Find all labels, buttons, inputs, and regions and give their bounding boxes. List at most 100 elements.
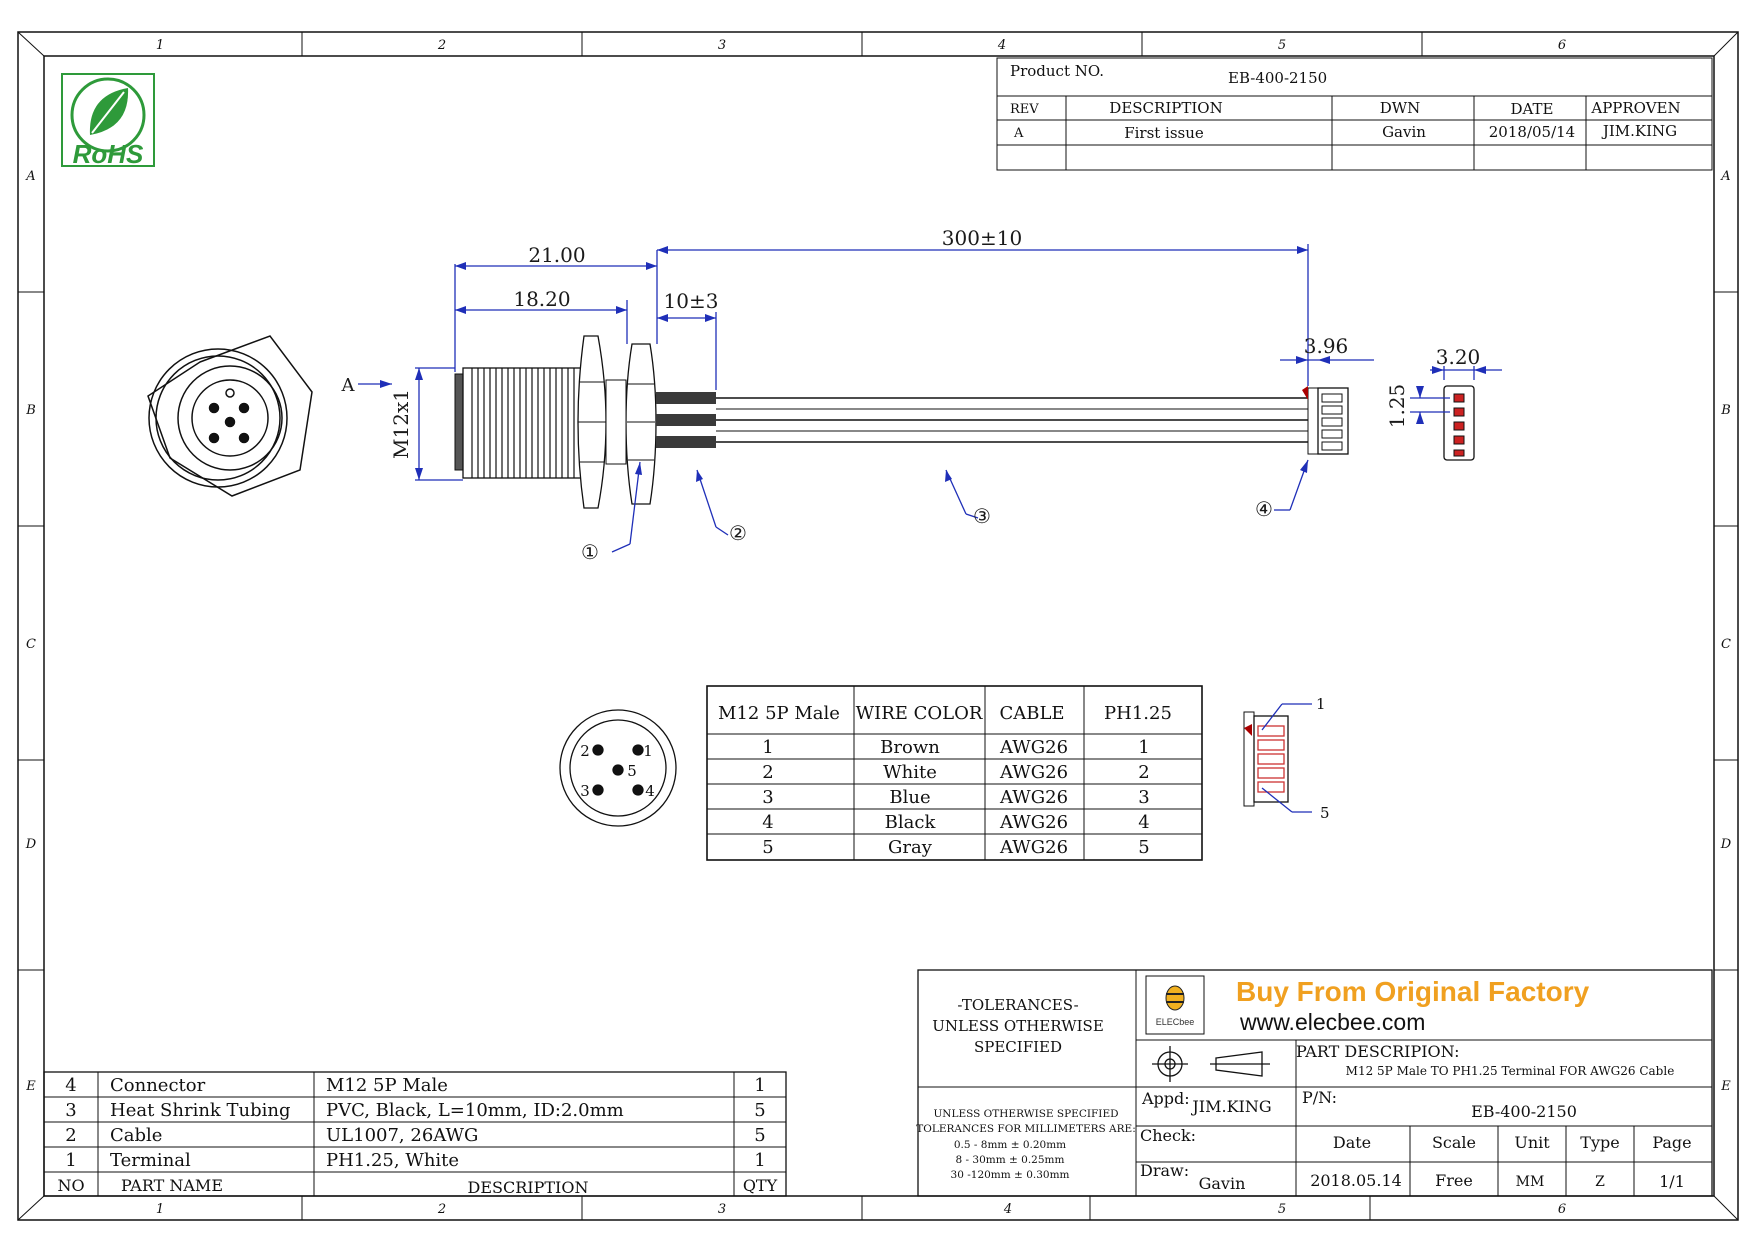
dim-18-2: 18.20 bbox=[513, 287, 570, 311]
bom-row-4-no: 1 bbox=[65, 1150, 76, 1171]
page-col-value: 1/1 bbox=[1659, 1172, 1685, 1191]
pin-row-2-ph: 2 bbox=[1138, 762, 1149, 783]
terminal-pin-1: 1 bbox=[1316, 695, 1326, 713]
zone-top-1: 1 bbox=[156, 38, 164, 53]
face-pin-2: 2 bbox=[580, 742, 590, 760]
part-desc-label: PART DESCRIPION: bbox=[1296, 1042, 1459, 1061]
bom-row-3-no: 2 bbox=[65, 1125, 76, 1146]
zone-top-5: 5 bbox=[1278, 38, 1286, 53]
zone-left-d: D bbox=[25, 837, 37, 852]
bom-grid bbox=[43, 1071, 787, 1197]
callout-2: ② bbox=[729, 521, 747, 545]
pin-row-1-color: Brown bbox=[880, 737, 940, 758]
pin-row-1-m12: 1 bbox=[762, 737, 773, 758]
elecbee-logo-text: ELECbee bbox=[1156, 1017, 1195, 1027]
bom-row-2-desc: PVC, Black, L=10mm, ID:2.0mm bbox=[326, 1100, 624, 1121]
elecbee-logo: ELECbee bbox=[1145, 975, 1205, 1035]
date-col-label: Date bbox=[1333, 1133, 1371, 1152]
terminal-pin-5: 5 bbox=[1320, 804, 1330, 822]
bom-row-3-name: Cable bbox=[110, 1125, 162, 1146]
face-pin-1: 1 bbox=[643, 742, 653, 760]
pin-row-3-m12: 3 bbox=[762, 787, 773, 808]
rohs-label: RoHS bbox=[73, 139, 144, 169]
zone-bottom-2: 2 bbox=[437, 1202, 446, 1217]
bom-row-4-qty: 1 bbox=[754, 1150, 765, 1171]
dim-3-96: 3.96 bbox=[1304, 334, 1349, 358]
zone-bottom-1: 1 bbox=[156, 1202, 164, 1217]
connector-side-view bbox=[454, 335, 1475, 509]
pin-row-3-cable: AWG26 bbox=[999, 787, 1068, 808]
face-pin-5: 5 bbox=[627, 762, 637, 780]
callout-1: ① bbox=[581, 540, 599, 564]
pin-table-header-4: PH1.25 bbox=[1104, 703, 1172, 724]
description-value: First issue bbox=[1124, 124, 1204, 142]
pin-row-2-cable: AWG26 bbox=[999, 762, 1068, 783]
zone-right-b: B bbox=[1720, 403, 1731, 418]
zone-left-b: B bbox=[25, 403, 36, 418]
zone-top-4: 4 bbox=[997, 38, 1006, 53]
pin-row-5-cable: AWG26 bbox=[999, 837, 1068, 858]
pin-row-1-ph: 1 bbox=[1138, 737, 1149, 758]
title-block bbox=[996, 57, 1713, 171]
pin-row-3-ph: 3 bbox=[1138, 787, 1149, 808]
tolerance-note-2: TOLERANCES FOR MILLIMETERS ARE: bbox=[916, 1123, 1136, 1135]
face-pin-3: 3 bbox=[580, 782, 590, 800]
pin-table-header-1: M12 5P Male bbox=[718, 703, 840, 724]
zone-top-3: 3 bbox=[718, 38, 726, 53]
face-pin-4: 4 bbox=[645, 782, 655, 800]
slogan: Buy From Original Factory bbox=[1236, 976, 1590, 1007]
dim-thread: M12x1 bbox=[389, 389, 413, 459]
product-no-label: Product NO. bbox=[1010, 62, 1104, 80]
tolerance-title-1: -TOLERANCES- bbox=[957, 996, 1078, 1014]
zone-bottom-4: 4 bbox=[1003, 1202, 1012, 1217]
check-label: Check: bbox=[1140, 1126, 1196, 1145]
connector-front-view bbox=[147, 335, 313, 497]
website: www.elecbee.com bbox=[1239, 1009, 1425, 1035]
pin-table-header-2: WIRE COLOR bbox=[856, 703, 983, 724]
scale-col-value: Free bbox=[1435, 1171, 1473, 1190]
pin-row-4-color: Black bbox=[885, 812, 937, 833]
approven-header: APPROVEN bbox=[1590, 99, 1680, 117]
draw-value: Gavin bbox=[1199, 1174, 1246, 1193]
pin-table-grid bbox=[706, 685, 1203, 861]
projection-symbol-icon bbox=[1152, 1046, 1270, 1082]
pin-row-5-ph: 5 bbox=[1138, 837, 1149, 858]
bom-row-2-no: 3 bbox=[65, 1100, 76, 1121]
appd-value: JIM.KING bbox=[1190, 1097, 1271, 1116]
pin-table-header-3: CABLE bbox=[999, 703, 1064, 724]
zone-right-c: C bbox=[1721, 637, 1731, 652]
zone-bottom-3: 3 bbox=[718, 1202, 726, 1217]
bom-row-2-qty: 5 bbox=[754, 1100, 765, 1121]
tolerance-note-3: 0.5 - 8mm ± 0.20mm bbox=[954, 1139, 1066, 1151]
zone-top-2: 2 bbox=[437, 38, 446, 53]
callout-4: ④ bbox=[1255, 497, 1273, 521]
bom-row-1-no: 4 bbox=[65, 1075, 76, 1096]
pin-row-4-ph: 4 bbox=[1138, 812, 1149, 833]
tolerance-title-2: UNLESS OTHERWISE bbox=[932, 1017, 1104, 1035]
date-value: 2018/05/14 bbox=[1489, 123, 1575, 141]
bom-header-qty: QTY bbox=[743, 1176, 778, 1195]
date-header: DATE bbox=[1511, 100, 1554, 118]
appd-label: Appd: bbox=[1141, 1089, 1190, 1108]
description-header: DESCRIPTION bbox=[1109, 99, 1222, 117]
pn-value: EB-400-2150 bbox=[1471, 1102, 1577, 1121]
pin-row-5-m12: 5 bbox=[762, 837, 773, 858]
bom-row-3-qty: 5 bbox=[754, 1125, 765, 1146]
unit-col-label: Unit bbox=[1514, 1133, 1550, 1152]
dim-3-20: 3.20 bbox=[1436, 345, 1481, 369]
bom-row-2-name: Heat Shrink Tubing bbox=[110, 1100, 291, 1121]
dwn-value: Gavin bbox=[1382, 123, 1426, 141]
scale-col-label: Scale bbox=[1432, 1133, 1476, 1152]
tolerance-title-3: SPECIFIED bbox=[974, 1038, 1062, 1056]
type-col-label: Type bbox=[1580, 1133, 1619, 1152]
bom-row-3-desc: UL1007, 26AWG bbox=[326, 1125, 478, 1146]
zone-left-a: A bbox=[25, 169, 35, 184]
bom-header-desc: DESCRIPTION bbox=[468, 1178, 589, 1197]
bom-header-no: NO bbox=[57, 1176, 84, 1195]
pin-row-1-cable: AWG26 bbox=[999, 737, 1068, 758]
bom-row-4-desc: PH1.25, White bbox=[326, 1150, 459, 1171]
dim-300: 300±10 bbox=[942, 226, 1022, 250]
pin-row-4-cable: AWG26 bbox=[999, 812, 1068, 833]
part-desc: M12 5P Male TO PH1.25 Terminal FOR AWG26… bbox=[1346, 1064, 1675, 1078]
